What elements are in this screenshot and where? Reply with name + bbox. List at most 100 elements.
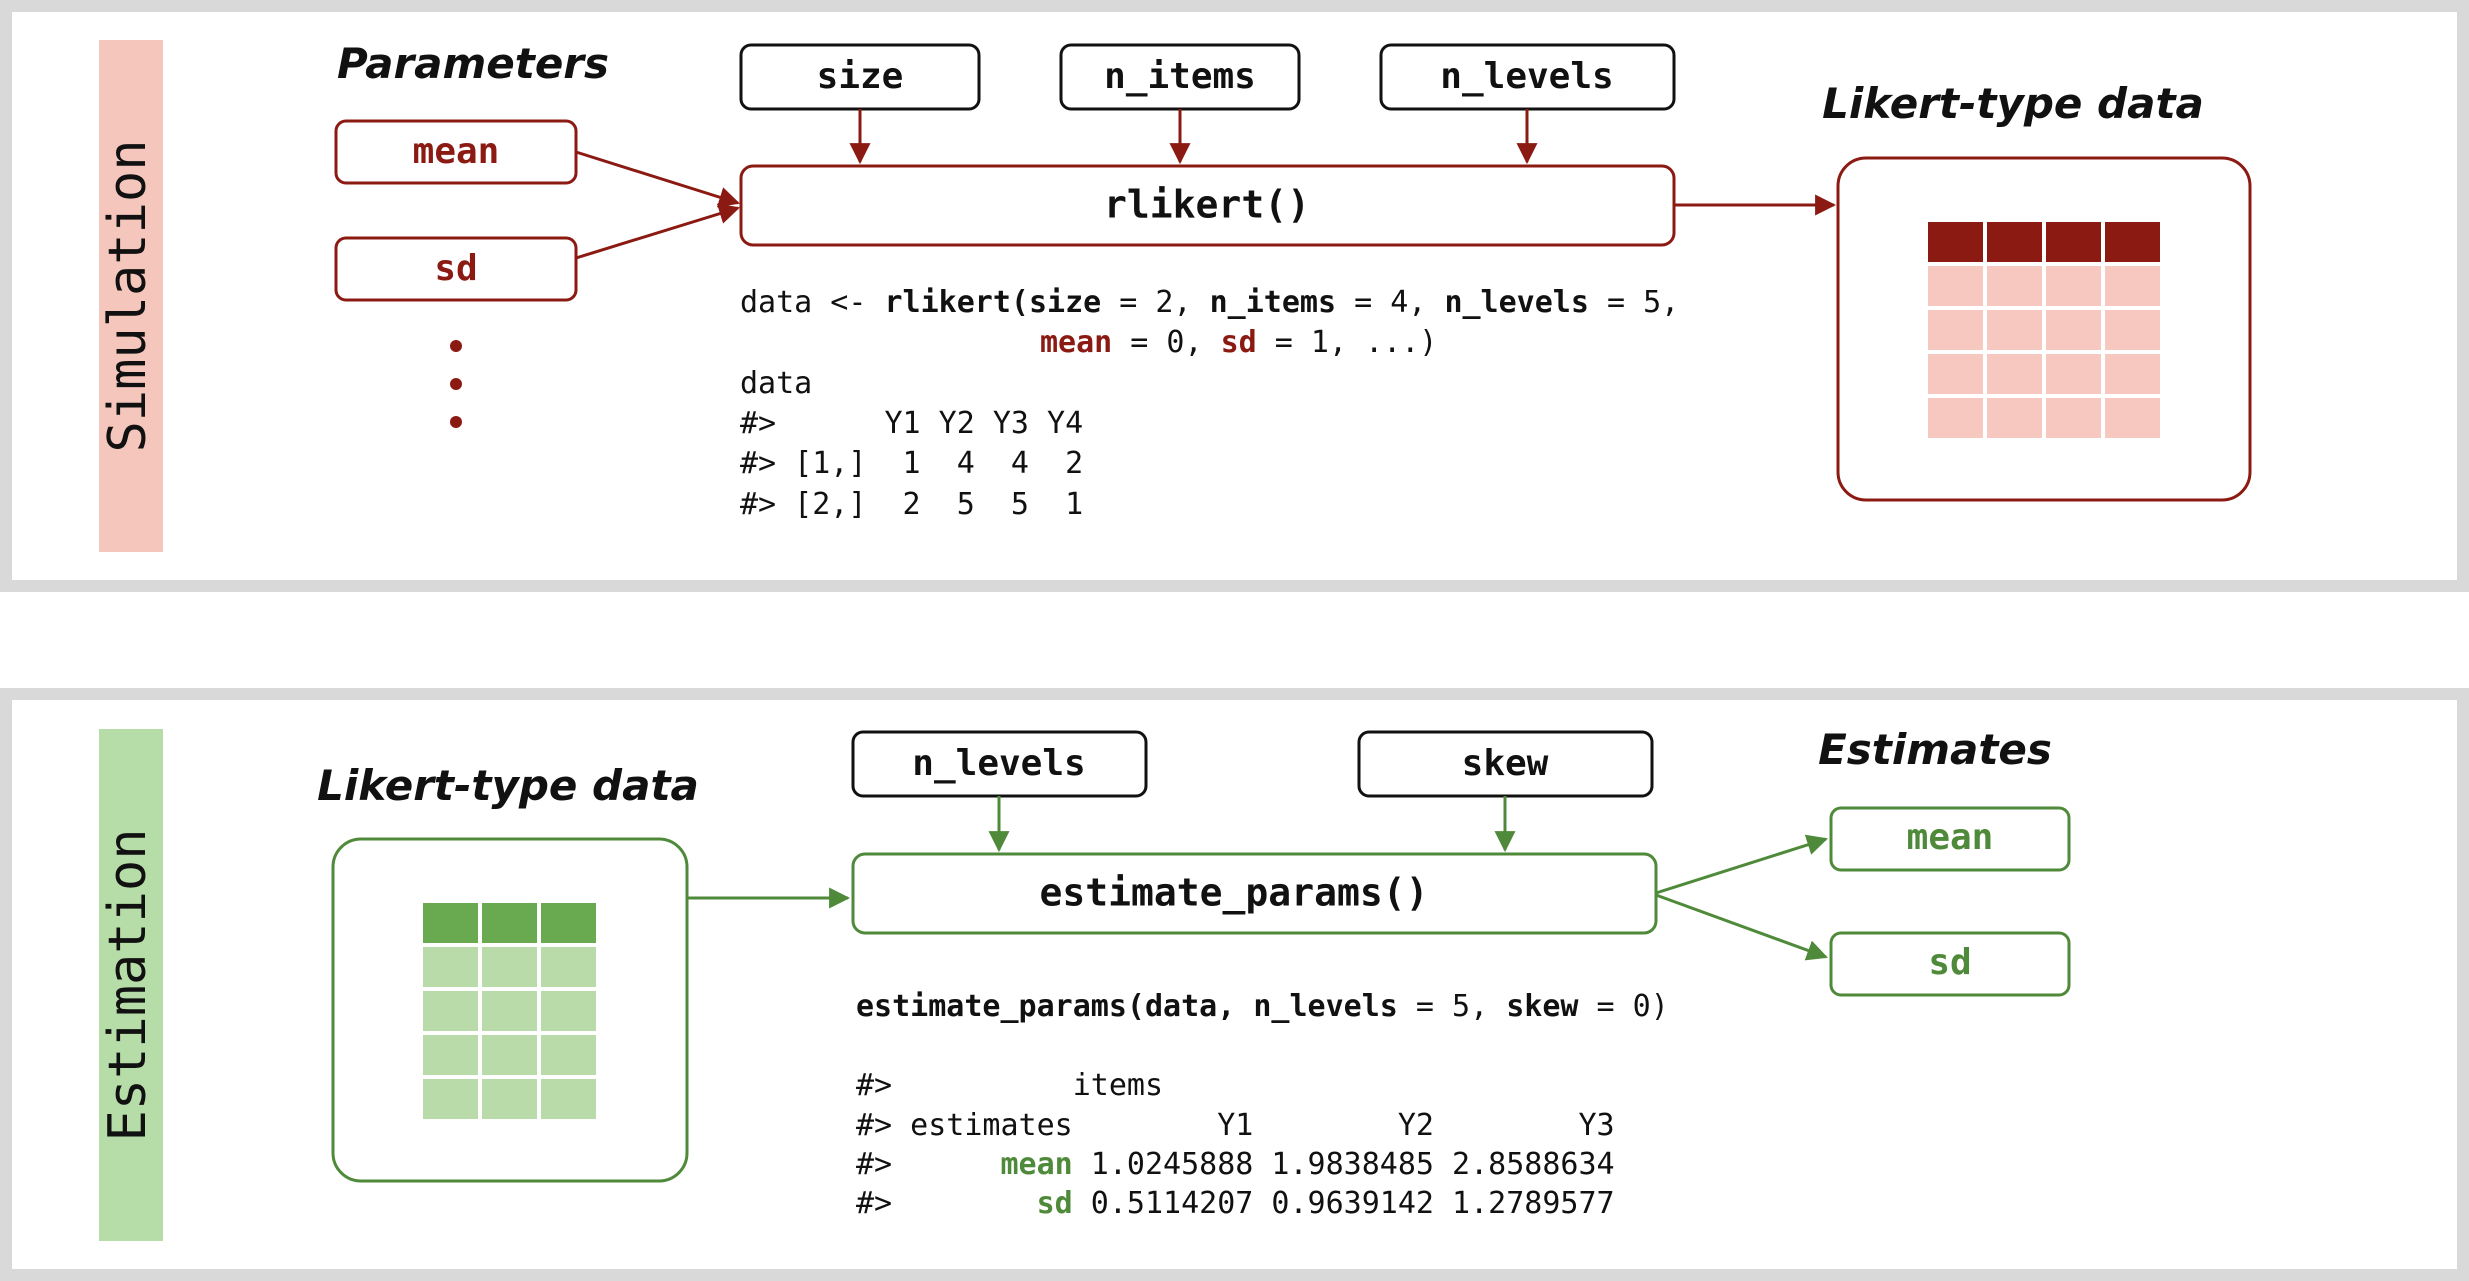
table-cell [2046, 310, 2101, 350]
code-mean-row-label: mean [1001, 1147, 1073, 1182]
table-cell [423, 991, 478, 1031]
code-sd: sd [1221, 325, 1257, 360]
arrow-sd-to-rlikert [575, 203, 741, 260]
code-sd-prefix: #> [856, 1186, 1037, 1221]
code-assign: data <- [740, 285, 885, 320]
code-estimate-call: estimate_params(data, n_levels [856, 989, 1398, 1024]
table-cell [541, 1079, 596, 1119]
table-header-cell [1928, 222, 1983, 262]
simulation-panel: Simulation Parameters mean sd size n_ite… [0, 0, 2469, 592]
code-mean-val: = 0, [1112, 325, 1220, 360]
table-cell [1987, 398, 2042, 438]
arg-skew-label: skew [1462, 743, 1549, 784]
likert-output-box [1836, 156, 2252, 502]
out-sd-box [1829, 931, 2071, 997]
table-cell [541, 991, 596, 1031]
code-skew: skew [1506, 989, 1579, 1024]
code-rlikert-size: rlikert(size [885, 285, 1102, 320]
code-mean-prefix: #> [856, 1147, 1001, 1182]
svg-text:#> mean 1.0245888 1.98384: #> mean 1.0245888 1.9838485 2.8588634 [856, 1147, 1615, 1182]
simulation-code-block: data <- rlikert(size = 2, n_items = 4, n… [740, 285, 1679, 522]
table-header-cell [2105, 222, 2160, 262]
estimates-title: Estimates [1818, 725, 2052, 774]
code-row1-line: #> [1,] 1 4 4 2 [740, 446, 1083, 481]
table-cell [482, 947, 537, 987]
ellipsis-dot-3 [450, 416, 462, 428]
code-n-levels-val-est: = 5, [1398, 989, 1506, 1024]
table-header-cell [541, 903, 596, 943]
code-mean-row-values: 1.0245888 1.9838485 2.8588634 [1073, 1147, 1615, 1182]
table-cell [2105, 398, 2160, 438]
code-sd-val: = 1, ...) [1257, 325, 1438, 360]
table-cell [541, 1035, 596, 1075]
table-cell [2105, 310, 2160, 350]
svg-text:#> sd 0.5114207 0.96391: #> sd 0.5114207 0.9639142 1.2789577 [856, 1186, 1615, 1221]
svg-text:estimate_params(data, n_levels: estimate_params(data, n_levels = 5, skew… [856, 989, 1669, 1024]
code-mean: mean [1040, 325, 1112, 360]
arrow-mean-to-rlikert [575, 150, 741, 208]
svg-text:mean = 0, sd = 1, ...): mean = 0, sd = 1, ...) [1040, 325, 1437, 360]
estimate-params-function-label: estimate_params() [1040, 871, 1429, 915]
table-cell [2046, 398, 2101, 438]
estimate-params-function-box [851, 852, 1658, 935]
table-cell [2046, 266, 2101, 306]
table-header-cell [423, 903, 478, 943]
out-sd-label: sd [1928, 942, 1971, 983]
parameters-title: Parameters [337, 39, 609, 88]
out-mean-box [1829, 806, 2071, 872]
code-size-val: = 2, [1101, 285, 1209, 320]
table-cell [1987, 310, 2042, 350]
arrow-estimate-to-mean [1655, 834, 1829, 895]
code-items-line: #> items [856, 1068, 1163, 1103]
param-mean-label: mean [413, 131, 500, 172]
svg-text:data <- rlikert(size = 2, n_it: data <- rlikert(size = 2, n_items = 4, n… [740, 285, 1679, 320]
estimation-side-label-bg [99, 729, 163, 1241]
table-header-cell [2046, 222, 2101, 262]
code-n-items-val: = 4, [1336, 285, 1444, 320]
code-header-line: #> Y1 Y2 Y3 Y4 [740, 406, 1083, 441]
code-n-items: n_items [1210, 285, 1336, 320]
simulation-side-label-bg [99, 40, 163, 552]
likert-output-title: Likert-type data [1822, 79, 2204, 128]
table-cell [423, 947, 478, 987]
arg-n-levels-label: n_levels [1440, 56, 1613, 97]
table-cell [1928, 398, 1983, 438]
param-sd-label: sd [434, 248, 477, 289]
code-skew-val: = 0) [1578, 989, 1668, 1024]
simulation-side-label: Simulation [98, 139, 158, 452]
table-cell [1928, 354, 1983, 394]
code-sd-row-values: 0.5114207 0.9639142 1.2789577 [1073, 1186, 1615, 1221]
table-cell [2046, 354, 2101, 394]
param-sd-box [334, 236, 578, 302]
table-header-cell [482, 903, 537, 943]
estimation-panel: Estimation Likert-type data n_levels ske… [0, 688, 2469, 1281]
table-cell [1928, 310, 1983, 350]
code-row2-line: #> [2,] 2 5 5 1 [740, 487, 1083, 522]
out-mean-label: mean [1907, 817, 1994, 858]
likert-input-table-icon [423, 903, 596, 1119]
table-cell [423, 1035, 478, 1075]
table-cell [482, 991, 537, 1031]
likert-output-table-icon [1928, 222, 2160, 438]
arg-n-levels-est-label: n_levels [912, 743, 1085, 784]
rlikert-function-label: rlikert() [1104, 183, 1310, 227]
code-n-levels: n_levels [1444, 285, 1589, 320]
code-estimates-header-line: #> estimates Y1 Y2 Y3 [856, 1108, 1615, 1143]
code-n-levels-val: = 5, [1589, 285, 1679, 320]
ellipsis-dot-1 [450, 340, 462, 352]
estimation-code-block: estimate_params(data, n_levels = 5, skew… [856, 989, 1669, 1221]
arg-n-items-label: n_items [1104, 56, 1256, 97]
arrow-estimate-to-sd [1655, 893, 1828, 961]
code-data-line: data [740, 366, 812, 401]
table-cell [482, 1035, 537, 1075]
table-cell [1987, 354, 2042, 394]
table-header-cell [1987, 222, 2042, 262]
table-cell [482, 1079, 537, 1119]
likert-input-title: Likert-type data [317, 761, 699, 810]
code-sd-row-label: sd [1037, 1186, 1073, 1221]
table-cell [423, 1079, 478, 1119]
table-cell [1928, 266, 1983, 306]
table-cell [2105, 266, 2160, 306]
arg-size-label: size [817, 56, 904, 97]
